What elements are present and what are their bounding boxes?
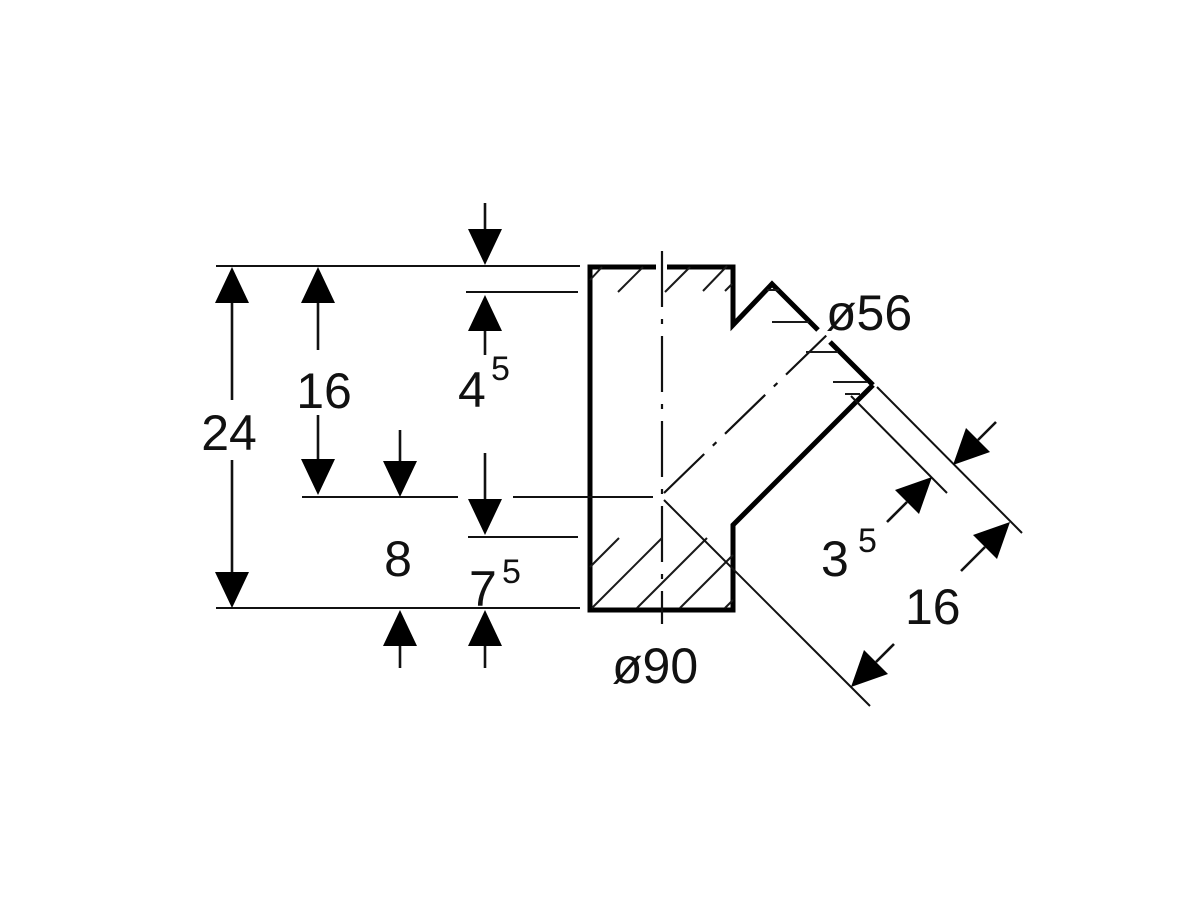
- dim-label-branch-diameter: ø56: [826, 285, 912, 341]
- arrowhead-down-icon: [215, 572, 249, 608]
- dim-label-4-sup: 5: [491, 350, 510, 388]
- hatch-line: [724, 283, 733, 292]
- dimension-line: [960, 546, 986, 572]
- arrowhead-sw-icon: [851, 650, 888, 687]
- arrowhead-down-icon: [468, 499, 502, 535]
- dimension-line: [875, 643, 895, 663]
- hatch-line: [589, 266, 603, 281]
- hatch-line: [591, 537, 663, 609]
- dim-upper-height: 16: [296, 267, 352, 495]
- dimension-line: [977, 421, 997, 441]
- dim-label-body-diameter: ø90: [612, 638, 698, 694]
- centerlines: [660, 251, 832, 624]
- dim-label-7-sup: 5: [502, 553, 521, 591]
- hatching-top-wall: [589, 265, 733, 293]
- arrowhead-up-icon: [215, 267, 249, 303]
- diameter-labels: ø56 ø90: [612, 285, 912, 694]
- dim-total-height: 24: [201, 267, 257, 608]
- dim-socket-rim-depth: 3 5: [821, 421, 997, 587]
- dim-bottom-wall-thickness: 7 5: [468, 453, 521, 668]
- arrowhead-up-icon: [468, 610, 502, 646]
- hatching-branch-rim: [767, 289, 867, 395]
- arrowhead-ne-icon: [895, 477, 932, 514]
- dim-label-24: 24: [201, 405, 257, 461]
- arrowhead-up-icon: [468, 295, 502, 331]
- dim-label-8: 8: [384, 531, 412, 587]
- hatch-line: [636, 537, 708, 609]
- dim-socket-length: 16: [851, 522, 1010, 687]
- extension-line-socket-face: [876, 386, 1023, 534]
- dimension-line: [886, 501, 908, 523]
- dim-label-16-left: 16: [296, 363, 352, 419]
- dim-lower-height: 8: [383, 430, 417, 668]
- arrowhead-up-icon: [383, 610, 417, 646]
- extension-line-socket-rim: [850, 395, 948, 494]
- arrowhead-up-icon: [301, 267, 335, 303]
- dim-label-3-sup: 5: [858, 522, 877, 560]
- arrowhead-ne-icon: [973, 522, 1010, 559]
- branch-axis-centerline: [663, 330, 832, 494]
- arrowhead-sw-icon: [953, 428, 990, 465]
- extension-line-socket-depth: [663, 499, 871, 707]
- dim-label-3: 3: [821, 531, 849, 587]
- extension-lines: [216, 265, 1023, 707]
- hatch-line: [664, 266, 691, 293]
- hatch-line: [702, 265, 728, 292]
- dim-top-wall-thickness: 4 5: [458, 203, 510, 418]
- hatch-line: [617, 266, 644, 293]
- dim-label-7: 7: [469, 561, 497, 617]
- arrowhead-down-icon: [383, 461, 417, 497]
- dim-label-16-right: 16: [905, 579, 961, 635]
- hatch-line: [589, 537, 620, 568]
- hatch-line: [679, 554, 734, 609]
- dim-label-4: 4: [458, 362, 486, 418]
- arrowhead-down-icon: [301, 459, 335, 495]
- hatching-bottom-wall: [589, 537, 734, 609]
- arrowhead-down-icon: [468, 229, 502, 265]
- hatch-line: [724, 599, 734, 609]
